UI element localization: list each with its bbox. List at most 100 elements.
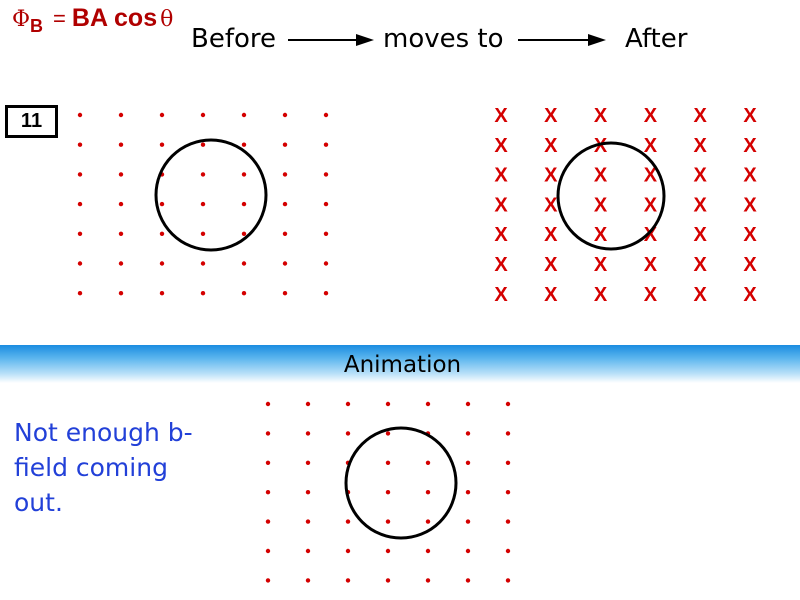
field-dot <box>385 578 391 583</box>
formula-product: BA cos <box>71 4 158 32</box>
field-dot <box>505 578 511 583</box>
field-dot <box>77 112 83 118</box>
theta-symbol: θ <box>160 7 174 32</box>
field-dot <box>241 231 247 236</box>
field-dot <box>425 401 431 407</box>
field-dot <box>505 519 511 524</box>
right-arrow-icon <box>288 34 374 46</box>
animation-band <box>0 345 800 383</box>
field-x-mark: X <box>494 284 508 306</box>
field-dot <box>305 431 311 436</box>
animation-loop <box>344 426 458 540</box>
equals-sign: = <box>53 6 66 31</box>
field-dot <box>323 112 329 118</box>
field-dot <box>305 548 311 554</box>
field-x-mark: X <box>544 254 558 276</box>
field-x-mark: X <box>594 224 608 246</box>
field-dot <box>265 548 271 554</box>
field-dot <box>385 431 391 436</box>
field-x-mark: X <box>743 254 757 276</box>
field-x-mark: X <box>694 165 708 187</box>
field-dot <box>77 261 83 266</box>
field-x-mark: X <box>743 284 757 306</box>
field-x-mark: X <box>694 105 708 127</box>
field-dot <box>118 142 124 147</box>
field-dot <box>425 578 431 583</box>
field-x-mark: X <box>743 224 757 246</box>
field-dot <box>118 201 124 207</box>
field-dot <box>265 401 271 407</box>
field-dot <box>282 142 288 147</box>
field-x-mark: X <box>594 194 608 216</box>
field-dot <box>200 142 206 147</box>
field-x-mark: X <box>644 105 658 127</box>
explanation-note: Not enough b-field coming out. <box>14 418 193 517</box>
field-dot <box>200 261 206 266</box>
field-dot <box>159 291 165 296</box>
field-x-mark: X <box>494 135 508 157</box>
header-before: Before <box>191 24 277 54</box>
field-dot <box>425 490 431 495</box>
field-dot <box>385 401 391 407</box>
field-dot <box>200 291 206 296</box>
field-dot <box>385 460 391 465</box>
field-dot <box>385 548 391 554</box>
field-dot <box>345 401 351 407</box>
field-dot <box>118 231 124 236</box>
field-dot <box>465 519 471 524</box>
field-dot <box>345 548 351 554</box>
phi-subscript: B <box>30 16 44 36</box>
field-dot <box>282 231 288 236</box>
field-dot <box>323 291 329 296</box>
field-dot <box>241 261 247 266</box>
field-dot <box>200 172 206 177</box>
field-dot <box>323 231 329 236</box>
field-x-mark: X <box>694 254 708 276</box>
field-dot <box>465 401 471 407</box>
header-after: After <box>625 24 688 54</box>
field-dot <box>241 142 247 147</box>
field-x-mark: X <box>494 105 508 127</box>
before-field-dots <box>77 112 329 296</box>
field-x-mark: X <box>494 224 508 246</box>
field-dot <box>77 291 83 296</box>
field-dot <box>425 460 431 465</box>
field-dot <box>505 431 511 436</box>
field-dot <box>465 578 471 583</box>
field-dot <box>118 172 124 177</box>
field-dot <box>305 401 311 407</box>
field-dot <box>505 401 511 407</box>
field-dot <box>200 201 206 207</box>
field-x-mark: X <box>494 254 508 276</box>
after-loop <box>556 141 666 251</box>
field-dot <box>505 490 511 495</box>
field-x-mark: X <box>594 284 608 306</box>
field-dot <box>385 490 391 495</box>
field-x-mark: X <box>694 135 708 157</box>
field-dot <box>465 431 471 436</box>
field-x-mark: X <box>644 284 658 306</box>
header-moves-to: moves to <box>383 24 504 54</box>
field-dot <box>118 261 124 266</box>
field-dot <box>282 112 288 118</box>
field-x-mark: X <box>644 254 658 276</box>
field-dot <box>265 578 271 583</box>
field-x-mark: X <box>544 194 558 216</box>
field-dot <box>345 519 351 524</box>
field-dot <box>159 142 165 147</box>
field-dot <box>241 201 247 207</box>
field-x-mark: X <box>544 135 558 157</box>
field-dot <box>323 201 329 207</box>
field-dot <box>305 460 311 465</box>
field-dot <box>345 578 351 583</box>
field-x-mark: X <box>694 194 708 216</box>
field-x-mark: X <box>594 165 608 187</box>
field-x-mark: X <box>743 165 757 187</box>
field-x-mark: X <box>544 165 558 187</box>
field-dot <box>425 548 431 554</box>
field-dot <box>505 548 511 554</box>
field-dot <box>241 112 247 118</box>
field-dot <box>241 291 247 296</box>
